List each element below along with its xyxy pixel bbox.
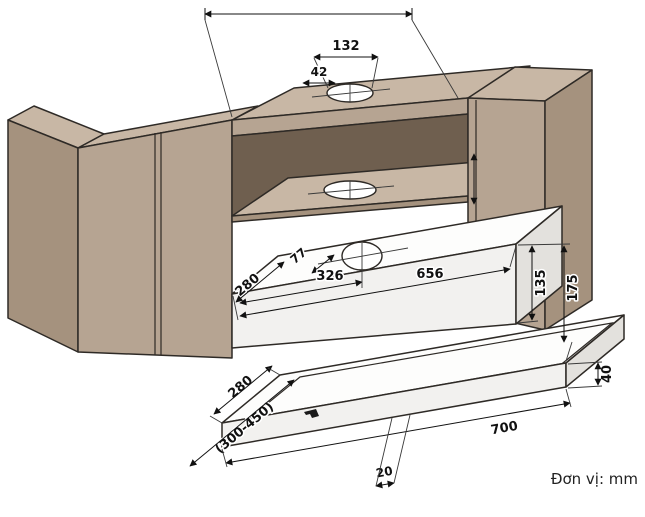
left-door-divider <box>154 132 162 355</box>
dim-hood-height: 135 <box>517 243 571 324</box>
dim-overall-top <box>204 8 459 118</box>
visor-right-face <box>565 314 625 388</box>
dim-visor-depth-label: 280 <box>226 373 256 402</box>
dim-cutout-offset-label: 42 <box>311 65 328 79</box>
unit-note: Đơn vị: mm <box>551 470 638 488</box>
dim-front-gap: 20 <box>373 414 411 489</box>
dim-cutout-width-label: 132 <box>332 39 359 54</box>
dim-visor-height-label: 40 <box>600 365 615 383</box>
worktop-hole-centerline <box>311 84 391 102</box>
dim-visor-height: 40 <box>567 361 617 389</box>
dim-total-height-label: 175 <box>566 274 581 301</box>
dim-visor-width: 700 <box>221 388 572 468</box>
dim-hood-width: 656 <box>232 245 517 321</box>
cabinet-left-end-panel <box>7 119 79 353</box>
shelf-hole-centerline <box>307 181 395 199</box>
hood-body <box>231 205 563 349</box>
dim-cutout-width: 132 <box>313 38 379 89</box>
dim-cutout-offset: 42 <box>302 64 336 87</box>
dim-total-height: 175 <box>560 245 583 362</box>
dim-front-gap-label: 20 <box>375 464 394 481</box>
dim-visor-width-label: 700 <box>490 419 519 438</box>
dim-hood-width-label: 656 <box>416 267 443 282</box>
dim-hole-from-left-label: 326 <box>316 269 343 284</box>
dim-hood-height-label: 135 <box>534 269 549 296</box>
